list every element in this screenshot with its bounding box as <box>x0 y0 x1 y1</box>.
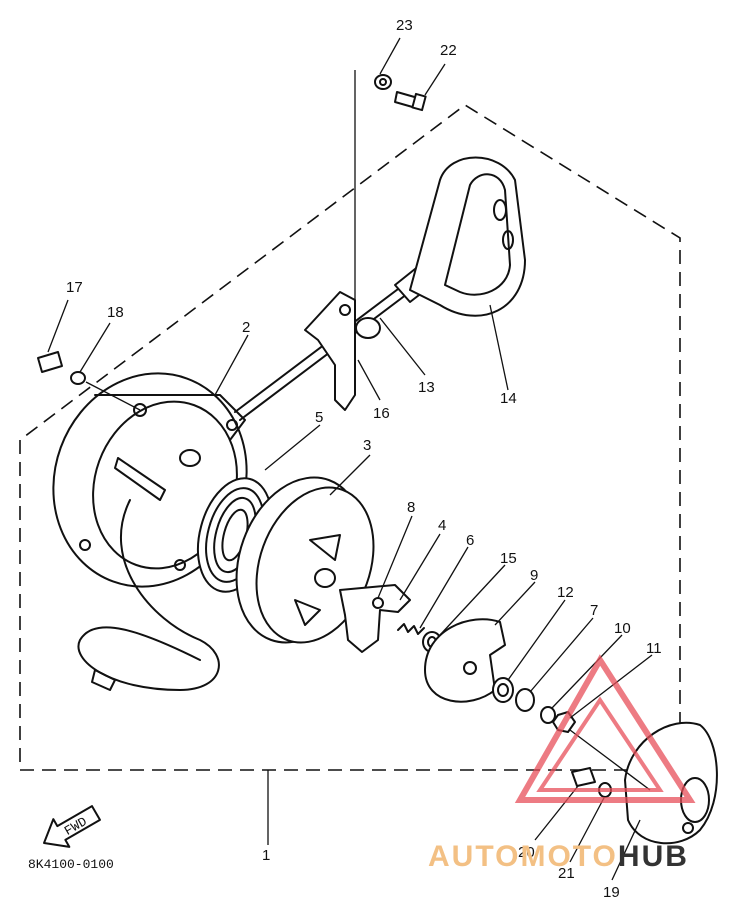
callout-4: 4 <box>438 517 446 534</box>
part-6-spring <box>397 623 425 635</box>
callout-19: 19 <box>603 884 620 901</box>
part-17-bolt <box>37 351 63 373</box>
callout-16: 16 <box>373 405 390 422</box>
part-10-washer <box>540 706 556 724</box>
part-14-starter-handle <box>409 156 526 317</box>
callout-8: 8 <box>407 499 415 516</box>
callout-15: 15 <box>500 550 517 567</box>
part-16-rope-guide <box>304 291 356 411</box>
callout-3: 3 <box>363 437 371 454</box>
callout-18: 18 <box>107 304 124 321</box>
callout-7: 7 <box>590 602 598 619</box>
part-19-starter-cup <box>624 721 718 845</box>
part-7-washer <box>515 688 535 712</box>
callout-14: 14 <box>500 390 517 407</box>
watermark-text: AUTOMOTOHUB <box>428 840 689 873</box>
part-3-sheave-drum <box>235 476 375 644</box>
callout-2: 2 <box>242 319 250 336</box>
part-22-bolt <box>394 91 427 112</box>
callout-9: 9 <box>530 567 538 584</box>
callout-12: 12 <box>557 584 574 601</box>
part-23-washer <box>374 74 392 90</box>
callout-10: 10 <box>614 620 631 637</box>
watermark-logo <box>514 654 696 803</box>
part-12-collar <box>492 677 514 703</box>
callout-22: 22 <box>440 42 457 59</box>
callout-5: 5 <box>315 409 323 426</box>
part-9-friction-plate <box>424 618 506 703</box>
part-8-ratchet <box>339 584 411 653</box>
callout-23: 23 <box>396 17 413 34</box>
part-18-washer <box>70 371 86 385</box>
callout-13: 13 <box>418 379 435 396</box>
callout-17: 17 <box>66 279 83 296</box>
diagram-code: 8K4100-0100 <box>28 857 114 872</box>
assembly-boundary <box>19 104 681 771</box>
callout-20: 20 <box>518 844 535 861</box>
callout-6: 6 <box>466 532 474 549</box>
callout-21: 21 <box>558 865 575 882</box>
callout-11: 11 <box>646 640 662 657</box>
callout-1: 1 <box>262 847 270 864</box>
front-direction-arrow: FWD <box>43 805 101 848</box>
part-20-bolt <box>571 767 596 787</box>
